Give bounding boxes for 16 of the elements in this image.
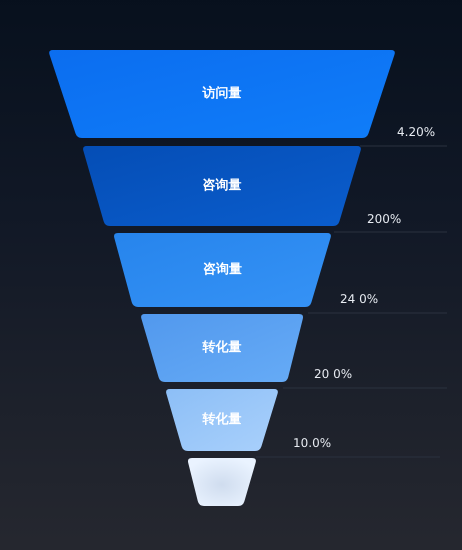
- funnel-stage: [165, 389, 279, 451]
- percentage-label: 4.20%: [397, 125, 436, 139]
- funnel-stage: [48, 50, 396, 138]
- funnel-stage: [113, 233, 332, 307]
- funnel-stage: [82, 146, 362, 226]
- percentage-label: 10.0%: [293, 436, 332, 450]
- stage-label: 访问量: [202, 86, 242, 102]
- stage-label: 转化量: [202, 412, 242, 428]
- stage-label: 咨询量: [202, 178, 242, 194]
- funnel-stage: [187, 458, 257, 506]
- stage-label: 转化量: [202, 340, 242, 356]
- funnel-stage: [140, 314, 304, 382]
- stage-label: 咨询量: [203, 262, 242, 278]
- percentage-label: 20 0%: [314, 367, 352, 381]
- percentage-label: 200%: [367, 212, 402, 226]
- percentage-label: 24 0%: [340, 292, 378, 306]
